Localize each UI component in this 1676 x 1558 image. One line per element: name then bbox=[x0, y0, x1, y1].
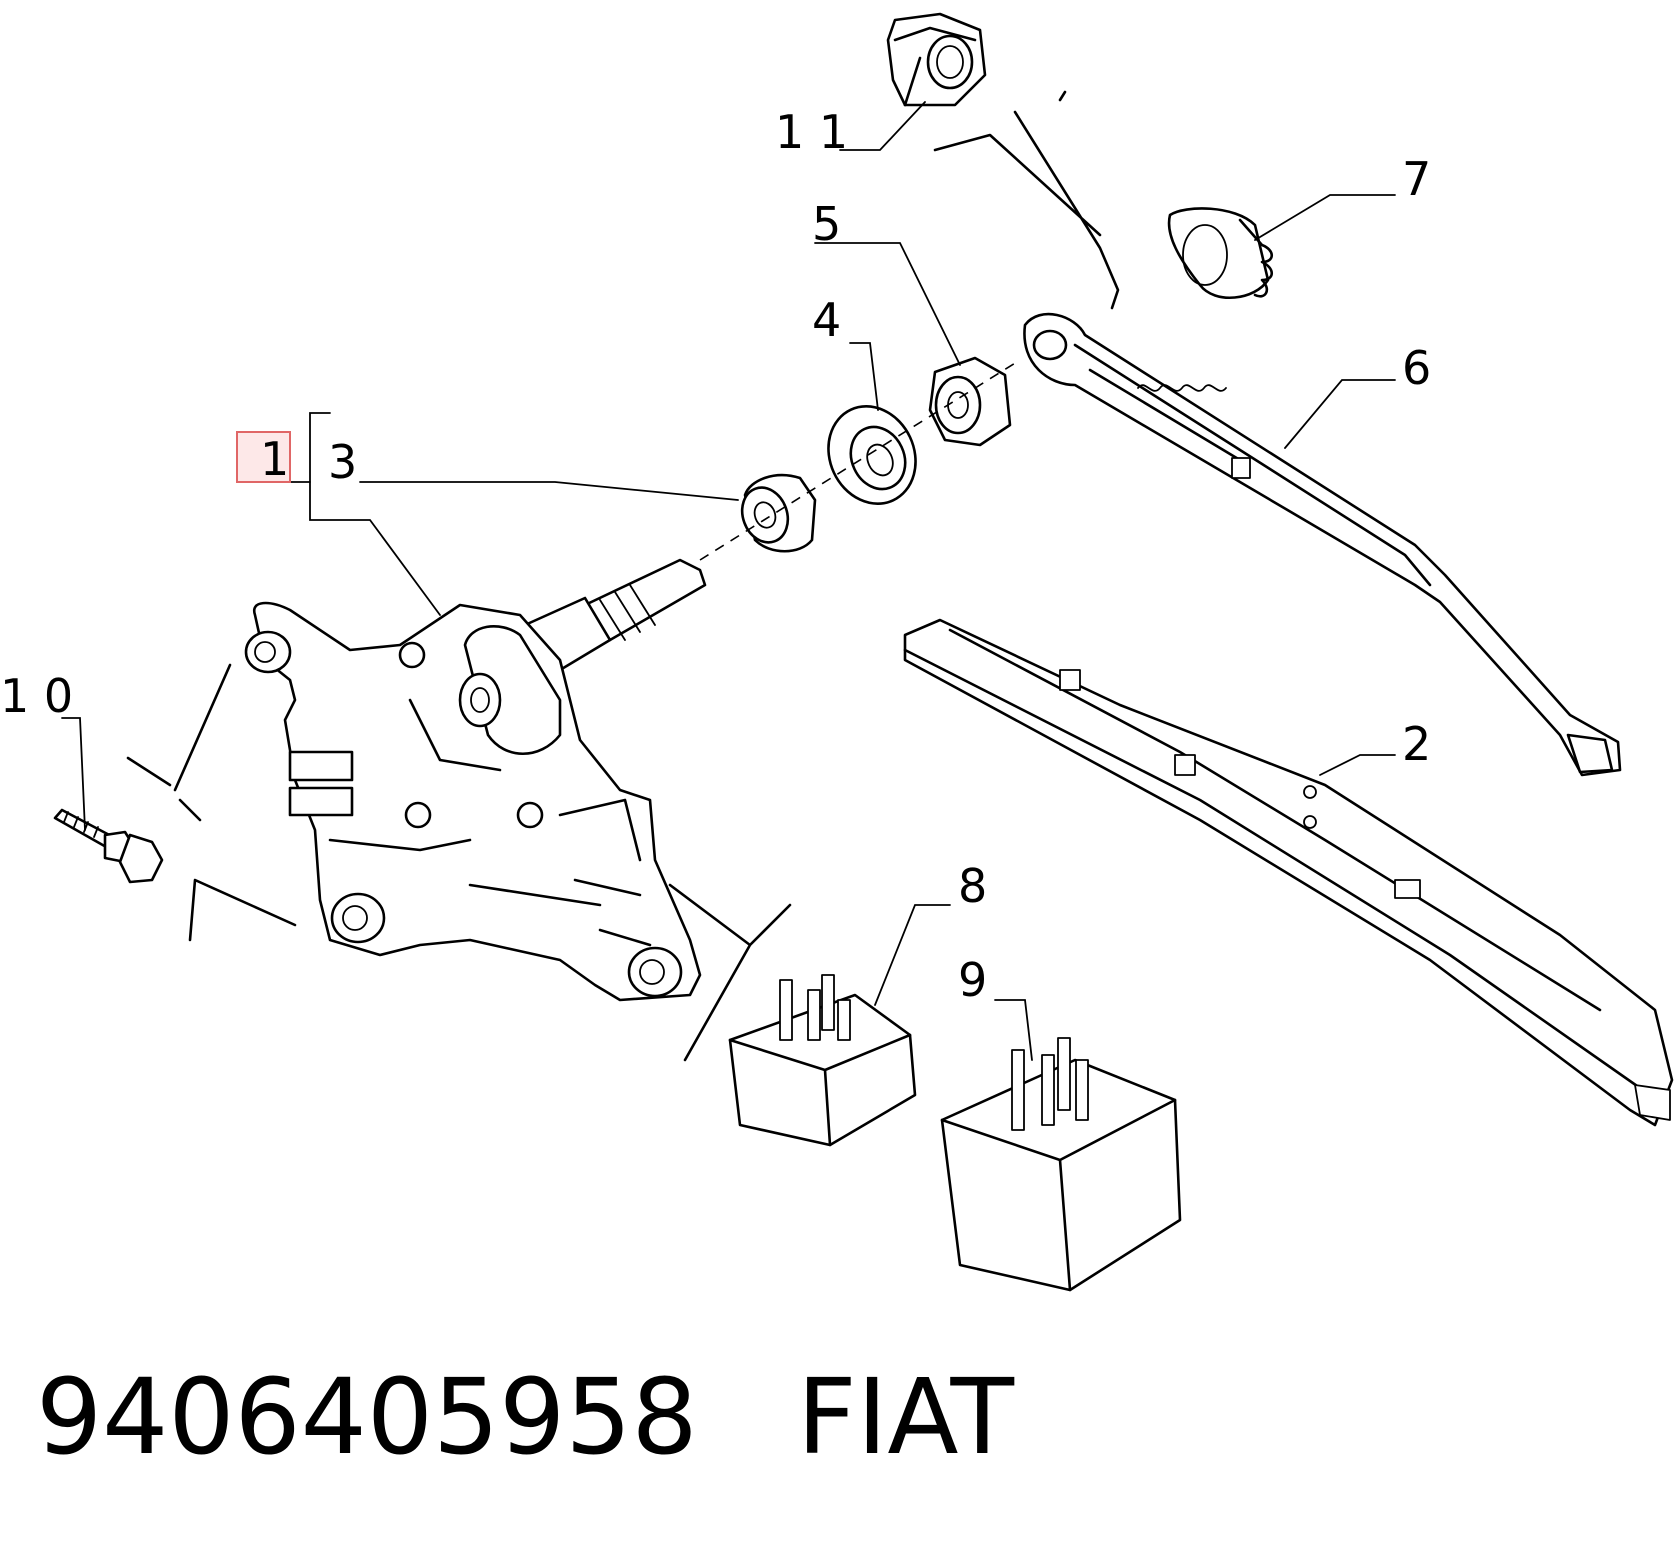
callout-2[interactable]: 2 bbox=[1402, 717, 1431, 771]
part-nut-11[interactable] bbox=[886, 12, 987, 107]
part-bolt-10[interactable] bbox=[53, 808, 164, 884]
part-grommet-3[interactable] bbox=[735, 473, 817, 553]
part-clip-7[interactable] bbox=[1167, 207, 1274, 299]
callout-7[interactable]: 7 bbox=[1402, 152, 1431, 206]
break-lines bbox=[126, 90, 1120, 1062]
part-washer-4[interactable] bbox=[813, 392, 931, 518]
brand-name: FIAT bbox=[796, 1356, 1014, 1478]
callout-6[interactable]: 6 bbox=[1402, 341, 1431, 395]
part-wiper-arm-6[interactable] bbox=[1023, 312, 1622, 777]
callout-10[interactable]: 1 0 bbox=[0, 669, 73, 723]
callout-5[interactable]: 5 bbox=[812, 197, 841, 251]
part-spacer-5[interactable] bbox=[928, 356, 1012, 447]
callout-9[interactable]: 9 bbox=[958, 953, 987, 1007]
part-wiper-blade-2[interactable] bbox=[903, 618, 1674, 1127]
part-relay-8[interactable] bbox=[728, 974, 917, 1147]
part-number: 9406405958 bbox=[36, 1356, 698, 1478]
part-relay-9[interactable] bbox=[940, 1037, 1182, 1292]
callout-3[interactable]: 3 bbox=[328, 435, 357, 489]
callout-1-highlight bbox=[236, 431, 291, 483]
footer-caption: 9406405958 FIAT bbox=[36, 1365, 1014, 1469]
callout-11[interactable]: 1 1 bbox=[775, 105, 848, 159]
callout-8[interactable]: 8 bbox=[958, 859, 987, 913]
callout-1[interactable]: 1 bbox=[260, 432, 289, 486]
leader-lines bbox=[61, 101, 1396, 1061]
part-wiper-motor-1[interactable] bbox=[244, 558, 707, 1002]
callout-4[interactable]: 4 bbox=[812, 293, 841, 347]
